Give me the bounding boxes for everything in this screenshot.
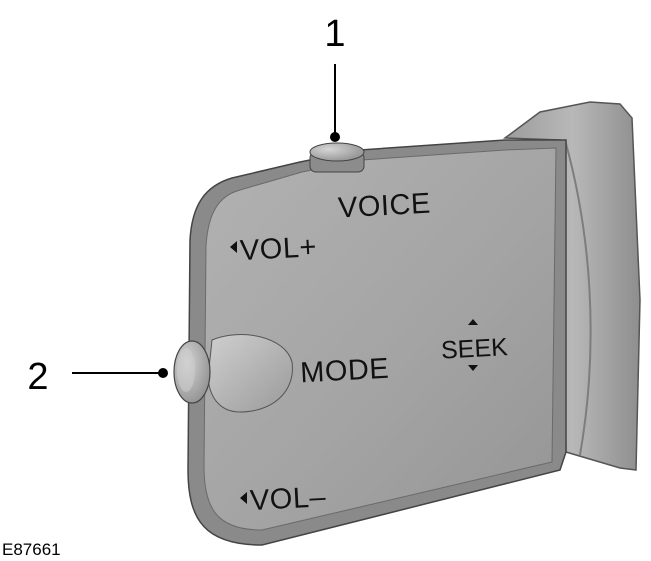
seek-up-arrow-icon xyxy=(468,319,478,325)
vol-minus-arrow-icon xyxy=(240,492,247,504)
vol-minus-label: VOL– xyxy=(249,481,327,517)
figure-code: E87661 xyxy=(2,540,61,559)
mode-button[interactable] xyxy=(173,334,293,413)
callout-1: 1 xyxy=(324,13,346,142)
seek-down-arrow-icon xyxy=(468,365,478,371)
callout-1-number: 1 xyxy=(324,13,345,55)
vol-plus-arrow-icon xyxy=(230,241,237,253)
callout-1-dot xyxy=(330,132,340,142)
control-panel xyxy=(187,139,567,546)
callout-2-number: 2 xyxy=(27,356,48,398)
seek-control[interactable]: SEEK xyxy=(440,319,509,371)
callout-2: 2 xyxy=(27,356,168,398)
voice-label: VOICE xyxy=(337,188,431,225)
vol-plus-label: VOL+ xyxy=(239,231,318,267)
vol-minus-control[interactable]: VOL– xyxy=(240,481,327,517)
seek-label: SEEK xyxy=(440,333,508,364)
callout-2-dot xyxy=(158,368,168,378)
voice-button[interactable] xyxy=(309,142,365,173)
mode-label: MODE xyxy=(299,353,390,390)
vol-plus-control[interactable]: VOL+ xyxy=(230,231,318,267)
